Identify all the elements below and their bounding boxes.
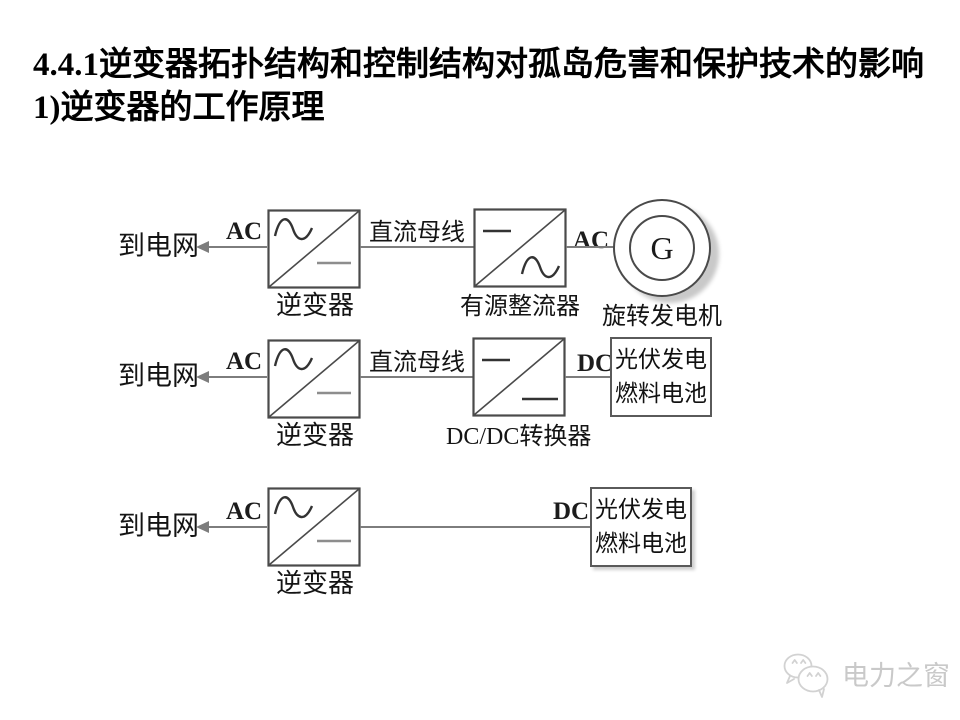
row2-ac-label: AC — [226, 348, 263, 375]
row1-line-generator — [566, 246, 616, 248]
row1-rectifier-box — [473, 208, 567, 288]
row3-inverter-box — [267, 487, 361, 567]
title-line-1: 4.4.1逆变器拓扑结构和控制结构对孤岛危害和保护技术的影响 — [33, 47, 924, 83]
row3-source-line1: 光伏发电 — [595, 496, 687, 522]
row2-dcbus-label: 直流母线 — [369, 350, 465, 376]
row2-dc-label: DC — [577, 350, 614, 377]
slide-title: 4.4.1逆变器拓扑结构和控制结构对孤岛危害和保护技术的影响 1)逆变器的工作原… — [33, 44, 933, 130]
row2-line-grid — [206, 376, 267, 378]
row1-ac-label: AC — [226, 218, 263, 245]
watermark-text: 电力之窗 — [842, 660, 950, 691]
row1-dcbus-label: 直流母线 — [369, 220, 465, 246]
row1-ac-gen-label: AC — [573, 227, 610, 254]
row3-arrowhead-icon — [196, 521, 209, 533]
row3-dc-label: DC — [553, 498, 590, 525]
watermark: 电力之窗 — [781, 652, 950, 700]
row1-generator-symbol: G — [613, 199, 711, 297]
row2-arrowhead-icon — [196, 371, 209, 383]
row3-source-line2: 燃料电池 — [595, 531, 687, 556]
row2-source-line2: 燃料电池 — [615, 381, 707, 406]
row3-line-grid — [206, 526, 267, 528]
row1-rectifier-label: 有源整流器 — [460, 294, 580, 320]
row3-grid-label: 到电网 — [118, 511, 199, 541]
row2-dcdc-label: DC/DC转换器 — [446, 424, 592, 450]
row3-ac-label: AC — [226, 498, 263, 525]
row1-inverter-box — [267, 209, 361, 289]
row2-dcdc-box — [472, 337, 566, 417]
row1-grid-label: 到电网 — [118, 231, 199, 261]
row2-pv-fuelcell-box: 光伏发电 燃料电池 — [610, 337, 712, 417]
row1-generator-letter: G — [629, 215, 695, 281]
wechat-chat-bubbles-icon — [783, 653, 829, 698]
row3-line-source — [360, 526, 591, 528]
row2-grid-label: 到电网 — [118, 361, 199, 391]
row2-inverter-box — [267, 339, 361, 419]
row2-source-line1: 光伏发电 — [615, 346, 707, 372]
row2-line-dcbus — [360, 376, 473, 378]
row1-generator-label: 旋转发电机 — [602, 304, 722, 330]
row1-arrowhead-icon — [196, 241, 209, 253]
row2-inverter-label: 逆变器 — [276, 421, 355, 450]
row2-line-source — [565, 376, 612, 378]
row3-inverter-label: 逆变器 — [276, 569, 355, 598]
row1-line-grid — [206, 246, 267, 248]
row3-pv-fuelcell-box: 光伏发电 燃料电池 — [590, 487, 692, 567]
title-line-2: 1)逆变器的工作原理 — [33, 90, 325, 126]
row1-inverter-label: 逆变器 — [276, 291, 355, 320]
row1-line-dcbus — [360, 246, 474, 248]
